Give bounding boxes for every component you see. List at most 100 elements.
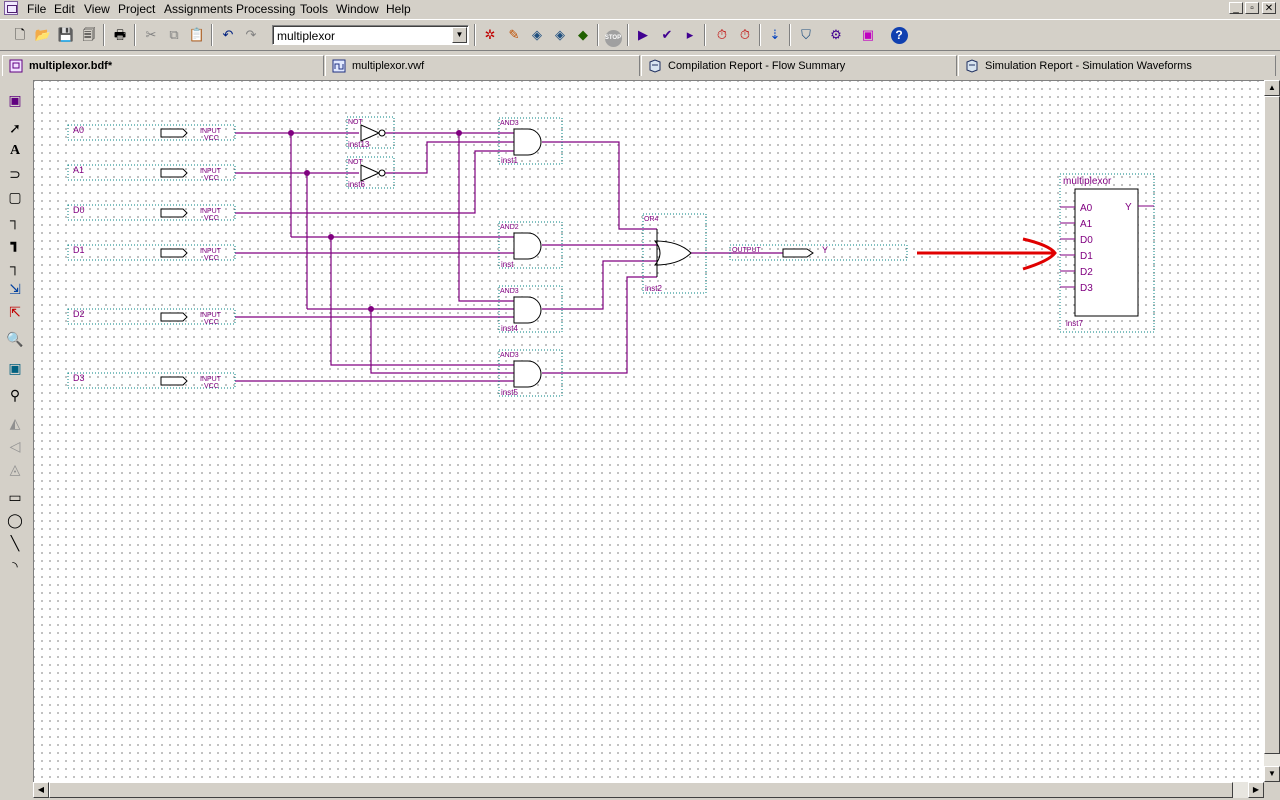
input-type: INPUT [200, 208, 222, 215]
new-file-icon[interactable]: 🗋 [14, 27, 26, 42]
restore-button[interactable]: ▫ [1245, 2, 1259, 14]
help-icon[interactable]: ? [889, 25, 909, 45]
stopwatch-icon[interactable]: ⏱ [739, 27, 751, 42]
line-tool-icon[interactable]: ╲ [10, 535, 20, 551]
menu-tools[interactable]: Tools [300, 2, 329, 16]
selection-tool-icon[interactable]: ➚ [9, 120, 21, 136]
scroll-down-icon[interactable]: ▼ [1264, 766, 1280, 782]
input-type: INPUT [200, 376, 222, 383]
output-pin: OUTPUT Y [729, 244, 908, 261]
input-type: INPUT [200, 312, 222, 319]
menu-project[interactable]: Project [118, 2, 156, 16]
menu-view[interactable]: View [84, 2, 110, 16]
main-toolbar: 🗋 📂 💾 🗐 🖶 ✂ ⧉ 📋 ↶ ↷ multiplexor ▼ ✲ ✎ ◈ … [0, 19, 1280, 51]
document-tabs: multiplexor.bdf* multiplexor.vwf Compila… [0, 55, 1280, 77]
output-name: Y [822, 245, 828, 255]
print-icon[interactable]: 🖶 [113, 27, 127, 42]
symbol-port-out: Y [1125, 202, 1132, 213]
find-icon[interactable]: ⚲ [9, 387, 21, 403]
zoom-tool-icon[interactable]: 🔍 [6, 331, 24, 347]
and-name: inst5 [501, 388, 518, 397]
redo-icon[interactable]: ↷ [245, 27, 257, 42]
undo-icon[interactable]: ↶ [222, 27, 234, 42]
detach-window-icon[interactable]: ▣ [8, 92, 22, 108]
menu-processing[interactable]: Processing [236, 2, 296, 16]
chip-editor-icon[interactable]: ◈ [555, 27, 565, 42]
vertical-scrollbar[interactable]: ▲ ▼ [1264, 80, 1280, 782]
full-screen-icon[interactable]: ▣ [8, 360, 22, 376]
compilation-report-icon[interactable]: ⛉ [801, 27, 811, 42]
horizontal-scroll-thumb[interactable] [49, 782, 1233, 798]
cut-icon[interactable]: ✂ [145, 27, 157, 42]
assignment-editor-icon[interactable]: ◆ [578, 27, 588, 42]
rotate-icon[interactable]: ◬ [9, 461, 21, 477]
symbol-tool-icon[interactable]: ⊃ [9, 166, 21, 182]
rectangle-tool-icon[interactable]: ▭ [8, 489, 22, 505]
timing-analyzer-icon[interactable]: ▸ [686, 27, 694, 42]
junctions [288, 130, 462, 312]
chip-planner-icon[interactable]: ▣ [861, 27, 875, 42]
menu-assignments[interactable]: Assignments [164, 2, 233, 16]
paste-icon[interactable]: 📋 [188, 27, 206, 42]
save-icon[interactable]: 💾 [57, 27, 75, 42]
conduit-tool-icon[interactable]: ┐ [10, 258, 20, 274]
input-sub: VCC [204, 255, 219, 262]
tab-simulation-report[interactable]: Simulation Report - Simulation Waveforms [958, 55, 1276, 76]
pin-planner-icon[interactable]: ◈ [532, 27, 542, 42]
flip-horizontal-icon[interactable]: ◭ [9, 415, 21, 431]
programmer-icon[interactable]: ⚙ [830, 27, 842, 42]
tab-multiplexor-bdf[interactable]: multiplexor.bdf* [2, 55, 324, 76]
scroll-left-icon[interactable]: ◀ [33, 782, 49, 798]
orthogonal-bus-tool-icon[interactable]: ┓ [10, 235, 20, 251]
text-tool-icon[interactable]: A [9, 143, 21, 158]
horizontal-scrollbar[interactable]: ◀ ▶ [33, 782, 1264, 798]
open-folder-icon[interactable]: 📂 [34, 27, 52, 42]
menu-edit[interactable]: Edit [54, 2, 75, 16]
copy-icon[interactable]: ⧉ [169, 27, 179, 42]
tab-multiplexor-vwf[interactable]: multiplexor.vwf [325, 55, 640, 76]
input-type: INPUT [200, 248, 222, 255]
arc-tool-icon[interactable]: ◝ [12, 558, 18, 574]
block-tool-icon[interactable]: ▢ [8, 189, 22, 205]
or-gate: OR4 inst2 [642, 213, 707, 294]
symbol-port-label: A0 [1080, 203, 1093, 214]
and-gate: AND2 inst [498, 221, 563, 269]
scroll-up-icon[interactable]: ▲ [1264, 80, 1280, 96]
partial-line-selection-icon[interactable]: ⇱ [9, 304, 21, 320]
settings-pen-icon[interactable]: ✎ [508, 27, 520, 42]
orthogonal-node-tool-icon[interactable]: ┐ [10, 212, 20, 228]
block-diagram-icon [9, 59, 23, 73]
flip-vertical-icon[interactable]: ◁ [9, 438, 21, 454]
menu-window[interactable]: Window [336, 2, 379, 16]
stop-icon[interactable]: STOP [603, 25, 623, 47]
chevron-down-icon[interactable]: ▼ [452, 27, 467, 43]
project-navigator-icon[interactable]: ✲ [484, 27, 496, 42]
minimize-button[interactable]: _ [1229, 2, 1243, 14]
input-name: D1 [73, 245, 85, 255]
scroll-right-icon[interactable]: ▶ [1248, 782, 1264, 798]
tab-compilation-report[interactable]: Compilation Report - Flow Summary [641, 55, 957, 76]
start-simulation-icon[interactable]: ⇣ [769, 27, 781, 42]
and-name: inst1 [501, 156, 518, 165]
start-compilation-icon[interactable]: ▶ [638, 27, 648, 42]
input-name: D3 [73, 373, 85, 383]
close-button[interactable]: ✕ [1262, 2, 1276, 14]
project-combo[interactable]: multiplexor ▼ [272, 25, 469, 45]
menu-help[interactable]: Help [386, 2, 411, 16]
rubberbanding-icon[interactable]: ⇲ [9, 281, 21, 297]
menu-file[interactable]: File [27, 2, 47, 16]
save-all-icon[interactable]: 🗐 [82, 27, 96, 42]
app-icon[interactable] [4, 1, 18, 15]
vertical-scroll-thumb[interactable] [1264, 96, 1280, 754]
analysis-icon[interactable]: ✔ [661, 27, 673, 42]
clock-icon[interactable]: ⏱ [716, 27, 728, 42]
oval-tool-icon[interactable]: ◯ [7, 512, 23, 528]
